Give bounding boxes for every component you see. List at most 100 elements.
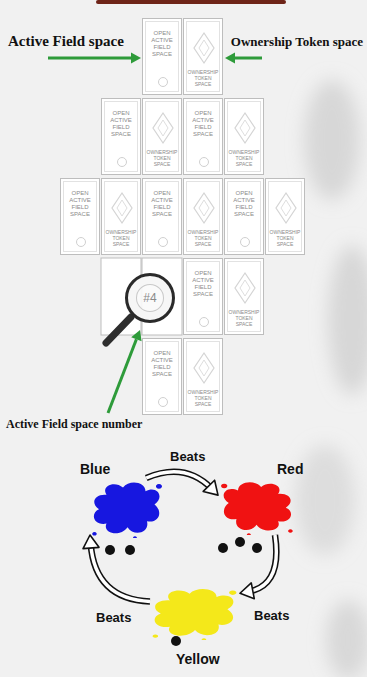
emblem-diamond <box>276 193 296 223</box>
smudge <box>295 445 355 555</box>
smudge <box>328 245 367 395</box>
token-text: OWNERSHIP TOKEN SPACE <box>186 69 220 87</box>
token-text: OWNERSHIP TOKEN SPACE <box>268 229 302 247</box>
token-emblem <box>151 111 175 145</box>
arrow-outline <box>91 544 150 602</box>
ownership-token-card: OWNERSHIP TOKEN SPACE <box>183 178 223 255</box>
active-field-card: OPEN ACTIVE FIELD SPACE <box>183 258 223 335</box>
dot <box>105 545 115 555</box>
card-text: OPEN ACTIVE FIELD SPACE <box>105 110 137 138</box>
emblem-diamond <box>199 360 209 376</box>
active-field-card: OPEN ACTIVE FIELD SPACE <box>142 338 182 415</box>
ownership-token-card: OWNERSHIP TOKEN SPACE <box>101 178 141 255</box>
color-name: Yellow <box>176 651 220 667</box>
dot <box>125 545 135 555</box>
active-field-card: OPEN ACTIVE FIELD SPACE <box>224 178 264 255</box>
ownership-token-card: OWNERSHIP TOKEN SPACE <box>265 178 305 255</box>
splat-path <box>221 482 293 535</box>
pointer-head <box>131 330 141 341</box>
dot <box>235 537 245 547</box>
emblem-diamond <box>235 273 255 303</box>
arrow-outline <box>249 535 277 592</box>
active-field-card: OPEN ACTIVE FIELD SPACE <box>60 178 100 255</box>
splat-group <box>153 589 237 640</box>
active-field-card: OPEN ACTIVE FIELD SPACE <box>183 98 223 175</box>
ownership-token-card: OWNERSHIP TOKEN SPACE <box>183 338 223 415</box>
card-text: OPEN ACTIVE FIELD SPACE <box>187 270 219 298</box>
emblem-diamond <box>240 280 250 296</box>
pointer-line <box>108 339 136 413</box>
token-text: OWNERSHIP TOKEN SPACE <box>227 149 261 167</box>
token-text: OWNERSHIP TOKEN SPACE <box>104 229 138 247</box>
edge-label: Beats <box>252 608 291 623</box>
smudge <box>326 600 367 677</box>
number-ring <box>117 157 127 167</box>
emblem-diamond <box>153 113 173 143</box>
number-ring <box>76 237 86 247</box>
token-emblem <box>233 111 257 145</box>
number-ring <box>240 237 250 247</box>
token-text: OWNERSHIP TOKEN SPACE <box>186 229 220 247</box>
emblem-diamond <box>194 353 214 383</box>
beats-arrow <box>83 535 150 602</box>
active-field-card: OPEN ACTIVE FIELD SPACE <box>142 178 182 255</box>
edge-label: Beats <box>94 610 133 625</box>
token-text: OWNERSHIP TOKEN SPACE <box>227 309 261 327</box>
ownership-token-card: OWNERSHIP TOKEN SPACE <box>183 18 223 95</box>
paper-smudge <box>295 80 367 677</box>
splat-group <box>92 482 162 538</box>
edge-label: Beats <box>168 449 207 464</box>
emblem-diamond <box>199 200 209 216</box>
frame-band <box>96 0 286 4</box>
token-emblem <box>192 191 216 225</box>
emblem-diamond <box>240 120 250 136</box>
callout-label: Active Field space <box>8 33 124 50</box>
color-name: Blue <box>80 461 110 477</box>
token-emblem <box>233 271 257 305</box>
magnifier-handle <box>106 317 131 343</box>
card-text: OPEN ACTIVE FIELD SPACE <box>146 350 178 378</box>
emblem-diamond <box>235 113 255 143</box>
arrow-head <box>240 583 254 599</box>
number-ring <box>158 237 168 247</box>
smudge <box>304 80 360 200</box>
pointer-head <box>225 53 235 64</box>
card-text: OPEN ACTIVE FIELD SPACE <box>64 190 96 218</box>
pointer-head <box>131 53 141 64</box>
splat-shape <box>90 478 165 538</box>
beats-arrow <box>240 535 276 599</box>
number-ring <box>199 317 209 327</box>
emblem-diamond <box>194 193 214 223</box>
dot <box>252 543 262 553</box>
splat-path <box>92 482 162 538</box>
number-ring <box>199 157 209 167</box>
token-emblem <box>110 191 134 225</box>
splat-path <box>153 589 237 640</box>
space-number: #4 <box>143 291 156 305</box>
emblem-diamond <box>281 200 291 216</box>
splat-group <box>221 482 293 535</box>
emblem-diamond <box>194 33 214 63</box>
power-dots <box>105 537 262 646</box>
card-text: OPEN ACTIVE FIELD SPACE <box>146 30 178 58</box>
card-text: OPEN ACTIVE FIELD SPACE <box>146 190 178 218</box>
card-text: OPEN ACTIVE FIELD SPACE <box>187 110 219 138</box>
ownership-token-card: OWNERSHIP TOKEN SPACE <box>224 98 264 175</box>
token-emblem <box>274 191 298 225</box>
magnifier-lens: #4 <box>125 273 175 323</box>
splat-shape <box>218 478 295 535</box>
paint-splat: Blue <box>90 478 165 538</box>
arrow-head <box>203 480 218 495</box>
dot <box>171 636 181 646</box>
callout-label: Ownership Token space <box>231 34 363 50</box>
emblem-diamond <box>199 40 209 56</box>
callout-label: Active Field space number <box>6 417 142 432</box>
token-emblem <box>192 351 216 385</box>
pointer-line <box>234 57 262 60</box>
emblem-diamond <box>158 120 168 136</box>
pointer-line <box>48 57 132 60</box>
active-field-card: OPEN ACTIVE FIELD SPACE <box>142 18 182 95</box>
paint-splat: Yellow <box>150 585 240 640</box>
ownership-token-card: OWNERSHIP TOKEN SPACE <box>224 258 264 335</box>
